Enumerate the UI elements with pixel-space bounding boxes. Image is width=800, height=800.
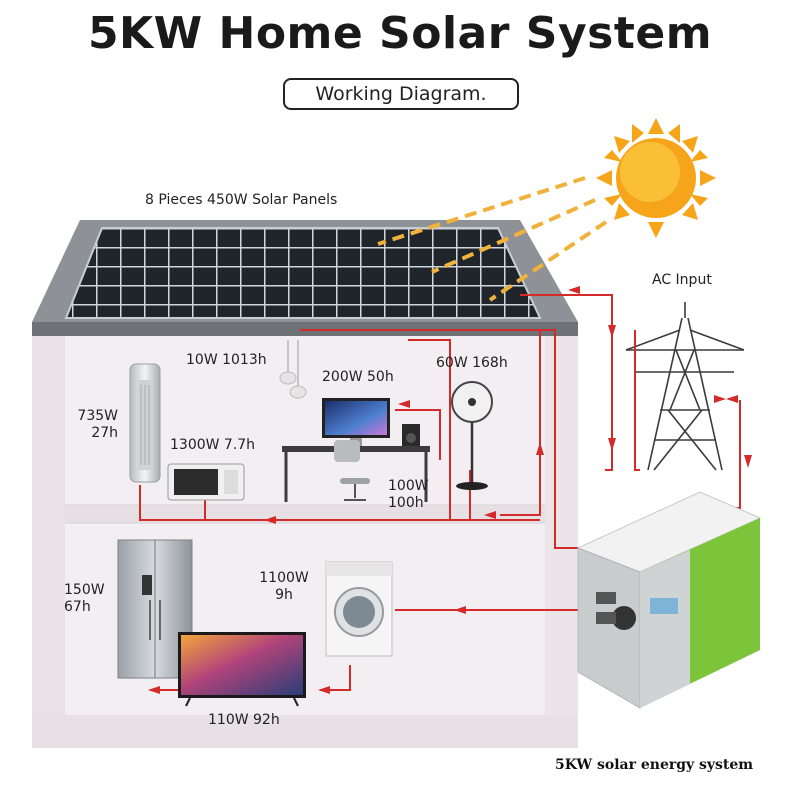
sun-icon <box>596 118 716 238</box>
system-caption: 5KW solar energy system <box>555 757 754 773</box>
microwave-icon <box>167 463 245 501</box>
tower-fan-hours: 27h <box>91 425 118 441</box>
solar-panels <box>64 227 542 319</box>
page-title: 5KW Home Solar System <box>87 8 713 59</box>
floor-slab <box>65 505 545 523</box>
solar-panels-label: 8 Pieces 450W Solar Panels <box>145 192 338 208</box>
fridge-power: 150W <box>64 582 105 598</box>
washer-hours: 9h <box>275 587 293 603</box>
tv-label: 110W 92h <box>208 712 280 728</box>
speaker-power: 100W <box>388 478 429 494</box>
speaker-hours: 100h <box>388 495 424 511</box>
subtitle-badge: Working Diagram. <box>283 78 519 110</box>
chair-icon <box>334 440 370 501</box>
fan-label: 60W 168h <box>436 355 508 371</box>
speaker-label: 100W 100h <box>388 478 429 512</box>
computer-monitor-icon <box>322 398 390 446</box>
power-tower-icon <box>625 302 745 471</box>
ac-input-label: AC Input <box>652 272 712 288</box>
fridge-hours: 67h <box>64 599 91 615</box>
standing-fan-icon <box>451 381 493 490</box>
speaker-icon <box>402 424 420 446</box>
solar-energy-system-unit <box>576 491 762 709</box>
sun-rays <box>377 176 608 302</box>
tower-fan-power: 735W <box>77 408 118 424</box>
tower-fan-icon <box>129 363 161 483</box>
pendant-lamp-icon <box>279 340 307 399</box>
tower-fan-label: 735W 27h <box>62 408 118 442</box>
wiring <box>139 294 741 691</box>
washer-power: 1100W <box>259 570 309 586</box>
washing-machine-icon <box>325 561 393 657</box>
flow-arrows <box>148 286 752 694</box>
lamp-label: 10W 1013h <box>186 352 267 368</box>
washer-label: 1100W 9h <box>258 570 310 604</box>
fridge-label: 150W 67h <box>64 582 105 616</box>
microwave-label: 1300W 7.7h <box>170 437 256 453</box>
television-icon <box>178 632 306 707</box>
computer-label: 200W 50h <box>322 369 394 385</box>
